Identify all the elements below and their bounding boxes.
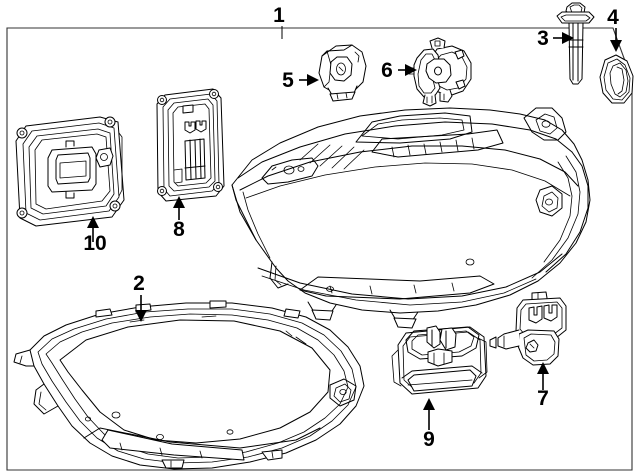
part-8-hid-ballast-module xyxy=(156,88,225,202)
callout-label-6: 6 xyxy=(381,59,393,82)
callout-label-9: 9 xyxy=(423,428,435,451)
callout-label-1: 1 xyxy=(273,4,285,27)
part-4-seal-grommet-ring xyxy=(599,54,634,104)
part-5-bulb-access-cap xyxy=(318,44,367,102)
part-10-headlamp-control-module xyxy=(15,116,125,227)
callout-label-4: 4 xyxy=(607,6,619,29)
callout-leaders xyxy=(87,26,622,430)
callout-label-2: 2 xyxy=(133,272,145,295)
callout-label-3: 3 xyxy=(537,27,549,50)
callout-label-7: 7 xyxy=(537,387,549,410)
part-2-headlamp-lens-cover xyxy=(13,300,365,470)
part-3-flange-head-bolt xyxy=(556,2,595,85)
callout-label-8: 8 xyxy=(173,218,185,241)
part-6-headlamp-leveling-motor xyxy=(408,37,472,107)
headlamp-housing-main xyxy=(231,107,591,329)
part-9-bulb-dust-cover xyxy=(391,325,488,395)
callout-labels: 1 2 3 4 5 6 7 8 9 10 xyxy=(83,4,619,451)
callout-label-10: 10 xyxy=(83,232,106,255)
assembly-frame-border xyxy=(6,27,633,471)
part-7-bulb-socket-connector xyxy=(489,291,567,366)
callout-label-5: 5 xyxy=(282,69,294,92)
